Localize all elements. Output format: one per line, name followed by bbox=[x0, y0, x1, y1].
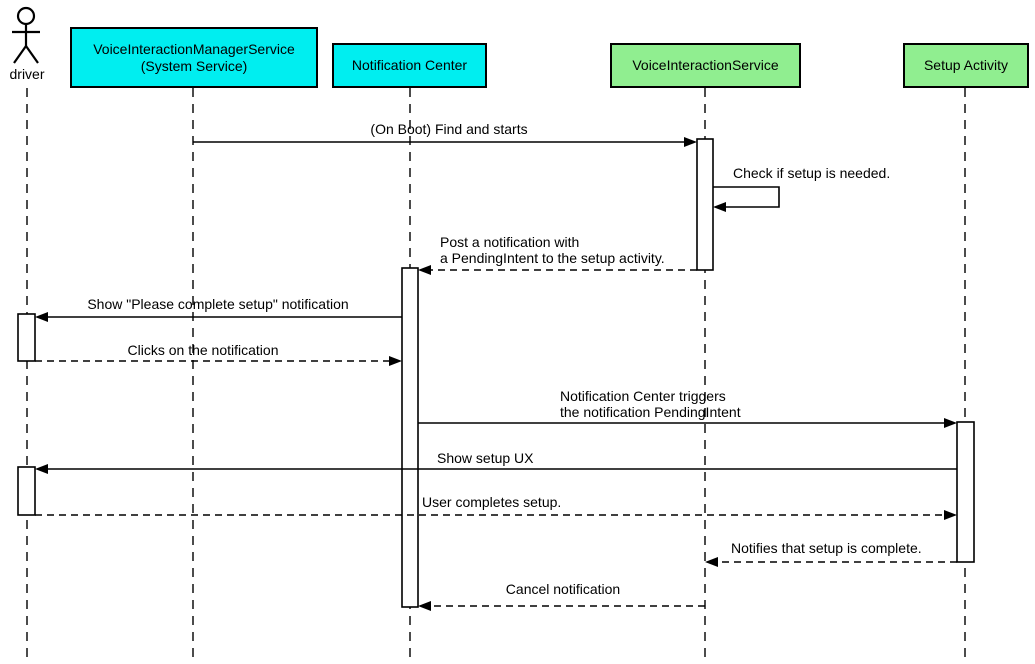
message-label-post-notification: Post a notification with a PendingIntent… bbox=[440, 234, 665, 266]
message-arrow-clicks-notification bbox=[35, 356, 402, 366]
message-label-notifies-setup-complete: Notifies that setup is complete. bbox=[731, 540, 922, 556]
participant-box-setup-activity: Setup Activity bbox=[903, 43, 1029, 88]
participant-label-line: Setup Activity bbox=[923, 57, 1009, 73]
activation-bar-voiceinteractionservice bbox=[696, 138, 714, 271]
message-label-show-complete-setup-notification: Show "Please complete setup" notificatio… bbox=[87, 296, 349, 312]
message-arrow-show-setup-ux bbox=[35, 464, 957, 474]
activation-bar-setup-activity bbox=[956, 421, 975, 563]
participant-label-line: VoiceInteractionManagerService bbox=[93, 40, 295, 57]
actor-label-driver: driver bbox=[9, 66, 45, 82]
activation-bar-driver-1 bbox=[17, 313, 36, 362]
participant-label-line: (System Service) bbox=[140, 57, 248, 74]
message-arrow-notifies-setup-complete bbox=[705, 557, 957, 567]
activation-bars bbox=[17, 138, 975, 608]
message-label-clicks-notification: Clicks on the notification bbox=[127, 342, 279, 358]
participant-label-line: VoiceInteractionService bbox=[632, 57, 779, 73]
message-arrow-triggers-pendingintent bbox=[418, 418, 957, 428]
message-arrow-check-if-setup-needed bbox=[713, 186, 780, 212]
message-arrow-user-completes-setup bbox=[35, 510, 957, 520]
participant-label-line: Notification Center bbox=[351, 57, 468, 73]
activation-bar-notification-center bbox=[401, 267, 419, 608]
actor-person-icon bbox=[12, 6, 40, 64]
message-label-cancel-notification: Cancel notification bbox=[505, 581, 621, 597]
participant-box-voiceinteractionmanagerservice: VoiceInteractionManagerService (System S… bbox=[70, 27, 318, 88]
message-label-show-setup-ux: Show setup UX bbox=[437, 450, 534, 466]
activation-bar-driver-2 bbox=[17, 466, 36, 516]
message-arrow-on-boot-find-and-starts bbox=[193, 137, 697, 147]
participant-box-notification-center: Notification Center bbox=[332, 43, 487, 88]
message-label-on-boot-find-and-starts: (On Boot) Find and starts bbox=[370, 121, 528, 137]
message-arrow-show-complete-setup-notification bbox=[35, 312, 402, 322]
message-label-user-completes-setup: User completes setup. bbox=[422, 494, 562, 510]
participant-box-voiceinteractionservice: VoiceInteractionService bbox=[610, 43, 801, 88]
message-label-triggers-pendingintent: Notification Center triggers the notific… bbox=[560, 388, 741, 420]
message-arrow-cancel-notification bbox=[418, 601, 705, 611]
message-label-check-if-setup-needed: Check if setup is needed. bbox=[733, 165, 891, 181]
message-arrow-post-notification bbox=[418, 265, 697, 275]
